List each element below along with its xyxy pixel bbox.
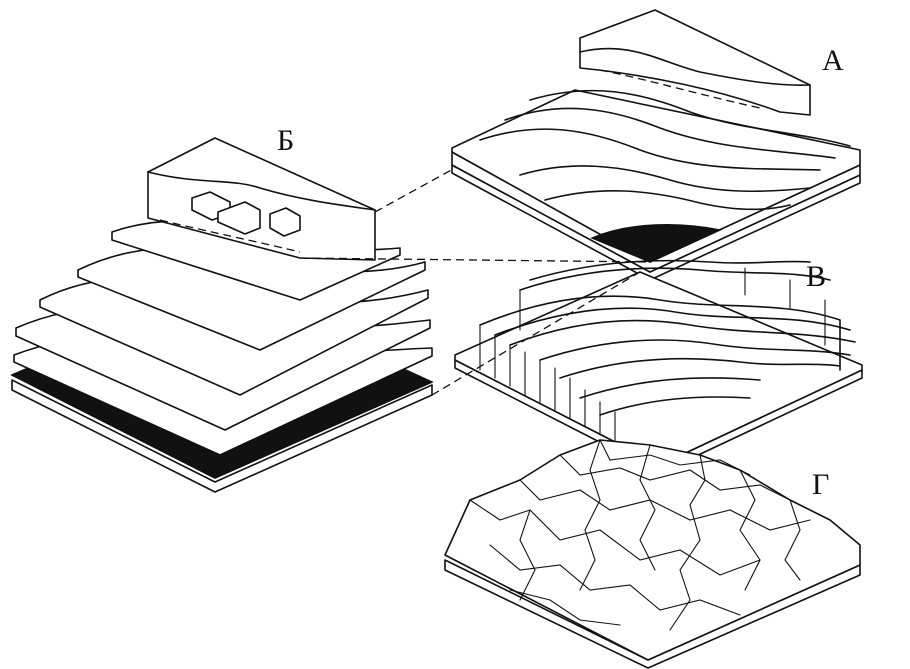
block-a bbox=[451, 9, 861, 281]
block-b-top-box bbox=[147, 137, 376, 261]
connector-lines bbox=[299, 167, 651, 396]
block-g-terrain-surface bbox=[444, 439, 861, 661]
block-a-dark-area bbox=[590, 224, 723, 263]
label-a: А bbox=[822, 44, 844, 77]
block-b bbox=[10, 137, 434, 493]
block-v-base bbox=[454, 271, 863, 466]
block-g bbox=[444, 439, 861, 669]
building-icon bbox=[191, 191, 301, 237]
block-v bbox=[454, 259, 863, 474]
label-g: Г bbox=[812, 468, 830, 501]
label-b: Б bbox=[277, 124, 295, 157]
label-v: В bbox=[806, 260, 827, 293]
